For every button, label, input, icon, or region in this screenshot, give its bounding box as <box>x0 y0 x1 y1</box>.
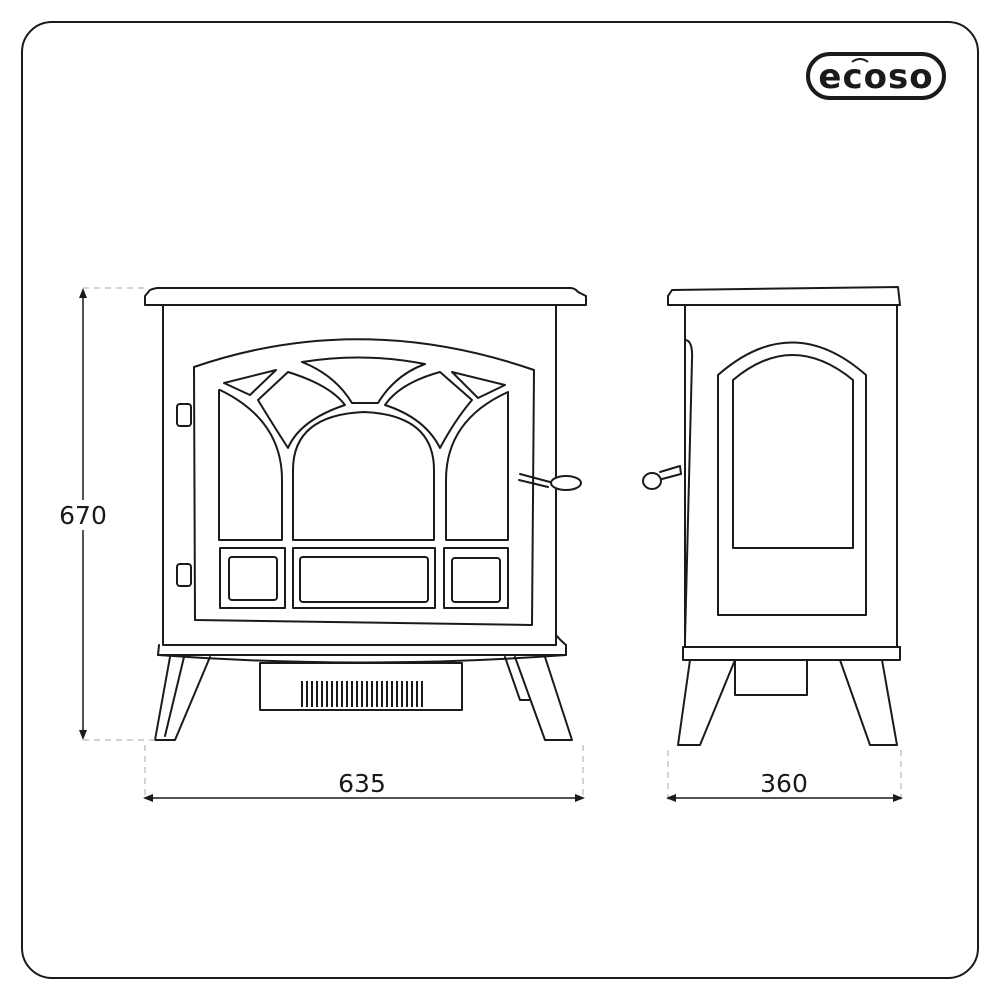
body <box>162 304 557 646</box>
heater-vent <box>301 681 423 707</box>
side-handle <box>659 465 682 480</box>
hinge-icon <box>176 563 192 587</box>
depth-label: 360 <box>760 769 808 798</box>
width-label: 635 <box>338 769 386 798</box>
height-label: 670 <box>59 501 107 530</box>
base-plinth <box>157 634 567 656</box>
door-handle <box>518 473 551 488</box>
heater-unit <box>259 662 463 711</box>
dimension-width: 635 <box>143 745 585 802</box>
door <box>193 338 535 626</box>
logo-text: ecoso <box>818 57 933 97</box>
hinge-icon <box>176 403 192 427</box>
top-slab <box>144 287 587 306</box>
side-base <box>682 646 901 661</box>
dimension-height: 670 <box>55 287 155 741</box>
leg <box>839 659 898 746</box>
side-panel <box>717 341 867 616</box>
side-top-slab <box>667 286 901 306</box>
front-view <box>144 287 587 741</box>
door-edge <box>684 339 694 641</box>
frame-border <box>21 21 979 979</box>
leg <box>154 656 211 741</box>
leg <box>504 656 573 741</box>
brand-logo: ecoso <box>806 52 946 100</box>
dimension-depth: 360 <box>666 750 903 802</box>
side-body <box>684 304 898 648</box>
wifi-arc-icon <box>851 58 869 63</box>
side-view <box>642 286 901 746</box>
leg <box>677 659 736 746</box>
